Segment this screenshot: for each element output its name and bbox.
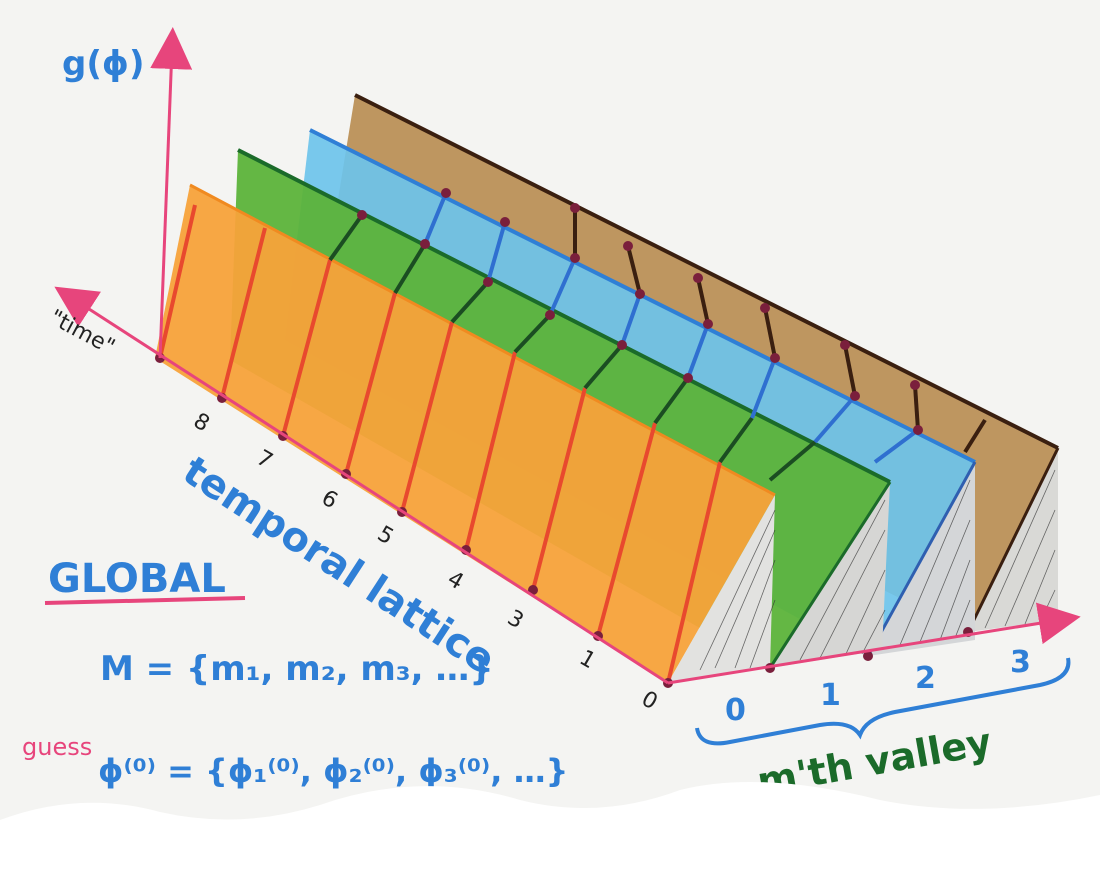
time-label: "time" — [45, 305, 119, 360]
valley-0-shadow — [668, 495, 775, 683]
valley-3-ridge — [354, 93, 1059, 450]
time-tick: 6 — [317, 486, 342, 515]
time-tick: 0 — [637, 687, 662, 716]
time-tick: 4 — [443, 567, 468, 596]
paper-edge — [0, 782, 1100, 891]
global-heading: GLOBAL — [48, 556, 226, 602]
valley-axis — [667, 602, 1081, 685]
valley-tick: 3 — [1010, 645, 1031, 680]
valley-tick: 2 — [915, 661, 936, 696]
valley-tick: 0 — [725, 693, 746, 728]
y-axis-label: g(ϕ) — [62, 44, 145, 84]
guess-set-formula: ϕ⁽⁰⁾ = {ϕ₁⁽⁰⁾, ϕ₂⁽⁰⁾, ϕ₃⁽⁰⁾, …} — [98, 752, 568, 790]
valley-1-ridge — [237, 148, 891, 484]
time-tick: 3 — [503, 606, 528, 635]
lattice-rungs — [155, 188, 987, 688]
guess-word: guess — [22, 733, 92, 761]
y-axis — [150, 27, 193, 359]
valley-tick: 1 — [820, 678, 841, 713]
m-set-formula: M = {m₁, m₂, m₃, …} — [100, 649, 494, 689]
shadow-hatching — [699, 469, 1056, 671]
time-tick: 8 — [189, 409, 214, 438]
time-tick: 7 — [252, 446, 277, 475]
time-tick: 5 — [373, 522, 398, 551]
time-axis — [54, 286, 669, 685]
valley-tick-labels: 0 1 2 3 — [725, 645, 1031, 728]
valley-brace — [695, 657, 1071, 746]
global-underline — [44, 596, 246, 605]
